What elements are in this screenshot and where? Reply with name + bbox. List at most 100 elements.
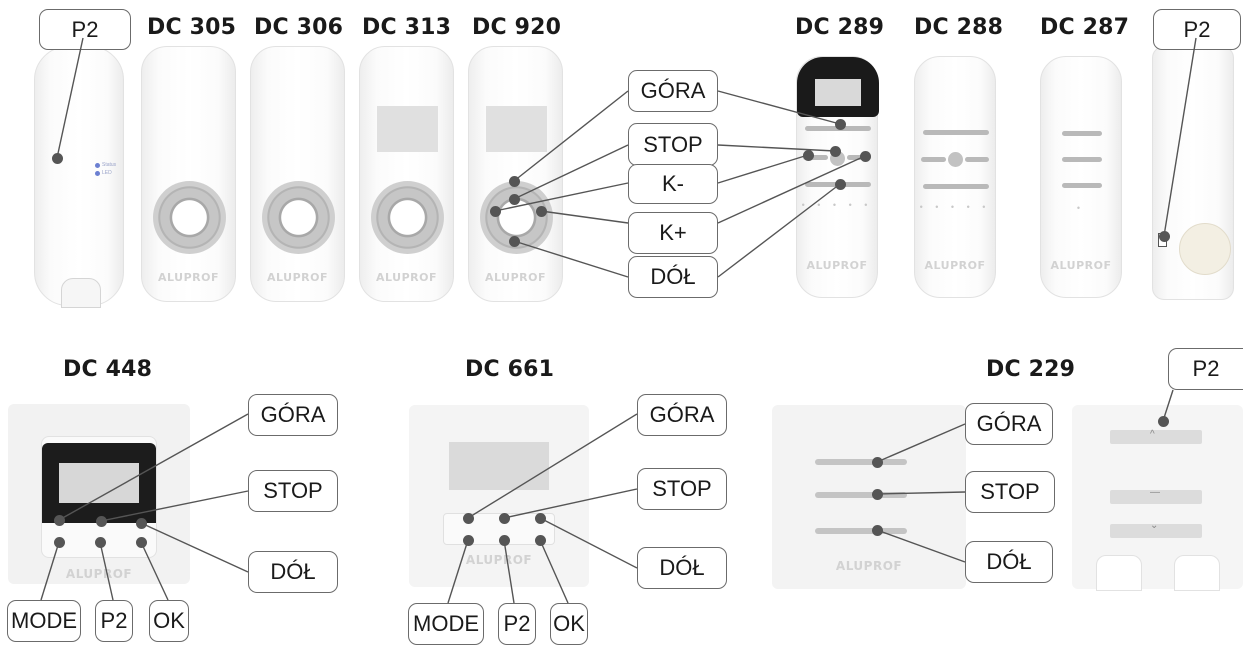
device-dc229-back: ^ — ⌄: [1072, 405, 1243, 591]
ok-point: [534, 534, 546, 546]
display-screen: [377, 106, 438, 152]
up-button[interactable]: [815, 459, 907, 465]
remote-dc287: • ALUPROF: [1040, 56, 1122, 298]
title-dc920: DC 920: [472, 15, 562, 40]
dol-point: [508, 235, 520, 247]
brand-logo: ALUPROF: [924, 259, 986, 272]
mount-tab-left: [1096, 555, 1142, 591]
label-stop: STOP: [628, 123, 718, 166]
brand-logo: ALUPROF: [267, 271, 328, 284]
stop-key[interactable]: [1110, 490, 1202, 504]
p2-button-point: [51, 152, 63, 164]
down-button[interactable]: [923, 184, 989, 189]
stop-button[interactable]: [1062, 157, 1102, 162]
dol-point: [834, 178, 846, 190]
stop-point: [871, 488, 883, 500]
display-screen: [815, 79, 861, 106]
channel-dots: • • • • •: [919, 202, 991, 212]
title-dc287: DC 287: [1040, 15, 1130, 40]
title-dc661: DC 661: [465, 357, 555, 382]
label-dol: DÓŁ: [965, 541, 1053, 583]
label-mode: MODE: [7, 600, 81, 642]
gora-point: [834, 118, 846, 130]
control-wheel: [262, 181, 335, 254]
channel-dot: •: [1076, 203, 1086, 213]
k-plus-point: [535, 205, 547, 217]
remote-dc920: ALUPROF: [468, 46, 563, 302]
dol-point: [534, 512, 546, 524]
title-dc288: DC 288: [914, 15, 1004, 40]
down-button[interactable]: [1062, 183, 1102, 188]
up-button[interactable]: [923, 130, 989, 135]
label-gora: GÓRA: [628, 70, 718, 112]
brand-logo: ALUPROF: [465, 553, 533, 567]
label-k-plus: K+: [628, 212, 718, 254]
dol-point: [871, 524, 883, 536]
dol-point: [135, 517, 147, 529]
hub-led-label: LED: [102, 170, 112, 176]
battery-cover: [1179, 223, 1231, 275]
mode-point: [462, 534, 474, 546]
label-gora: GÓRA: [248, 394, 338, 436]
brand-logo: ALUPROF: [65, 567, 133, 581]
k-minus-button[interactable]: [921, 157, 946, 162]
up-key[interactable]: [1110, 430, 1202, 444]
down-button[interactable]: [815, 528, 907, 534]
title-dc306: DC 306: [254, 15, 344, 40]
mode-point: [53, 536, 65, 548]
down-glyph-icon: ⌄: [1150, 520, 1159, 531]
hub-cover: [61, 278, 101, 308]
label-dol: DÓŁ: [628, 256, 718, 298]
gora-point: [53, 514, 65, 526]
k-plus-button[interactable]: [965, 157, 989, 162]
p2-point: [1157, 415, 1169, 427]
label-p2: P2: [1168, 348, 1243, 390]
remote-dc306: ALUPROF: [250, 46, 345, 302]
device-dc448: ALUPROF: [8, 404, 190, 584]
up-glyph-icon: ^: [1150, 429, 1155, 440]
label-ok: OK: [149, 600, 189, 642]
up-button[interactable]: [1062, 131, 1102, 136]
remote-dc289: • • • • • ALUPROF: [796, 56, 879, 298]
k-minus-point: [489, 205, 501, 217]
label-p2-right: P2: [1153, 9, 1241, 50]
stop-point: [498, 512, 510, 524]
stop-button[interactable]: [948, 152, 963, 167]
ok-point: [135, 536, 147, 548]
stop-button[interactable]: [815, 492, 907, 498]
hub-led-label: Status: [102, 162, 117, 168]
stop-point: [508, 193, 520, 205]
display-screen: [449, 442, 549, 490]
label-stop: STOP: [965, 471, 1055, 513]
display-screen: [59, 463, 139, 503]
p2-point: [94, 536, 106, 548]
device-dc661: ALUPROF: [409, 405, 589, 587]
label-k-minus: K-: [628, 164, 718, 204]
title-dc313: DC 313: [362, 15, 452, 40]
device-dc229: ALUPROF: [772, 405, 966, 589]
label-dol: DÓŁ: [637, 547, 727, 589]
label-gora: GÓRA: [965, 403, 1053, 445]
stop-point: [829, 145, 841, 157]
gora-point: [508, 175, 520, 187]
mount-tab-right: [1174, 555, 1220, 591]
label-mode: MODE: [408, 603, 484, 645]
title-dc229: DC 229: [986, 357, 1076, 382]
remote-dc313: ALUPROF: [359, 46, 454, 302]
label-p2: P2: [498, 603, 536, 645]
p2-button-point: [1158, 230, 1170, 242]
k-plus-point: [859, 150, 871, 162]
stop-point: [95, 515, 107, 527]
label-stop: STOP: [637, 468, 727, 510]
label-dol: DÓŁ: [248, 551, 338, 593]
label-p2: P2: [95, 600, 133, 642]
label-gora: GÓRA: [637, 394, 727, 436]
brand-logo: ALUPROF: [806, 259, 868, 272]
channel-dots: • • • • •: [801, 200, 873, 210]
label-ok: OK: [550, 603, 588, 645]
down-key[interactable]: [1110, 524, 1202, 538]
brand-logo: ALUPROF: [158, 271, 219, 284]
label-stop: STOP: [248, 470, 338, 512]
brand-logo: ALUPROF: [485, 271, 546, 284]
title-dc305: DC 305: [147, 15, 237, 40]
